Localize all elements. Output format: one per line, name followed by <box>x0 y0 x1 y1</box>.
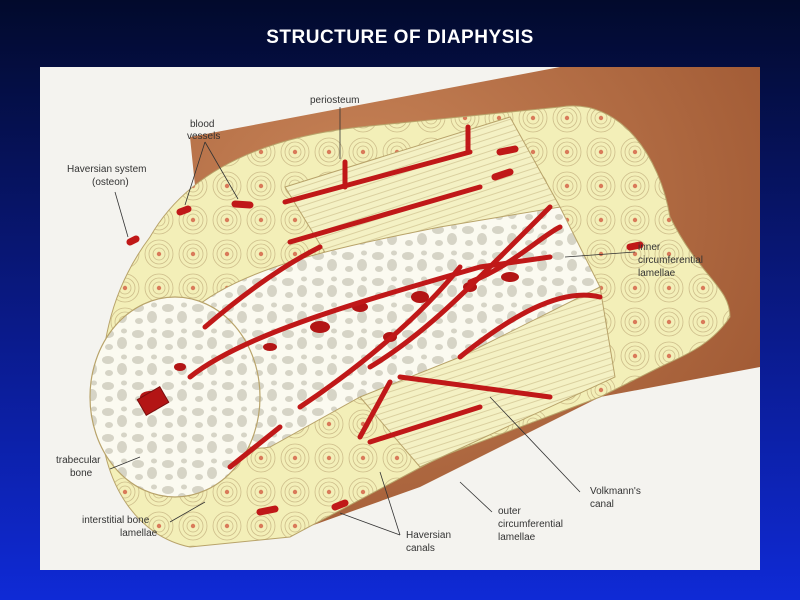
label-haversian-system-1: Haversian system <box>67 164 146 175</box>
label-interstitial-1: interstitial bone <box>82 515 150 526</box>
label-haversian-system-2: (osteon) <box>92 177 129 188</box>
label-trabecular-1: trabecular <box>56 455 101 466</box>
label-blood-vessels-2: vessels <box>187 131 220 142</box>
blood-vessels <box>187 124 603 470</box>
label-inner-lamellae-2: circumferential <box>638 255 703 266</box>
label-periosteum: periosteum <box>310 95 359 106</box>
label-volkmann-2: canal <box>590 499 614 510</box>
leader-lines <box>109 107 636 536</box>
label-haversian-canals-1: Haversian <box>406 530 451 541</box>
diaphysis-diagram: periosteum blood vessels Haversian syste… <box>56 67 760 554</box>
label-outer-lamellae-3: lamellae <box>498 532 536 543</box>
label-volkmann-1: Volkmann's <box>590 486 641 497</box>
label-outer-lamellae-1: outer <box>498 506 521 517</box>
label-trabecular-2: bone <box>70 468 93 479</box>
label-haversian-canals-2: canals <box>406 543 435 554</box>
vessel-stubs <box>126 145 644 516</box>
cut-vessel <box>136 386 170 416</box>
label-inner-lamellae-3: lamellae <box>638 268 676 279</box>
label-blood-vessels-1: blood <box>190 119 214 130</box>
label-outer-lamellae-2: circumferential <box>498 519 563 530</box>
trabecular-end-cap <box>89 296 261 498</box>
label-interstitial-2: lamellae <box>120 528 158 539</box>
diagram-panel: periosteum blood vessels Haversian syste… <box>40 67 760 570</box>
slide-title: STRUCTURE OF DIAPHYSIS <box>266 27 534 48</box>
label-inner-lamellae-1: inner <box>638 242 661 253</box>
